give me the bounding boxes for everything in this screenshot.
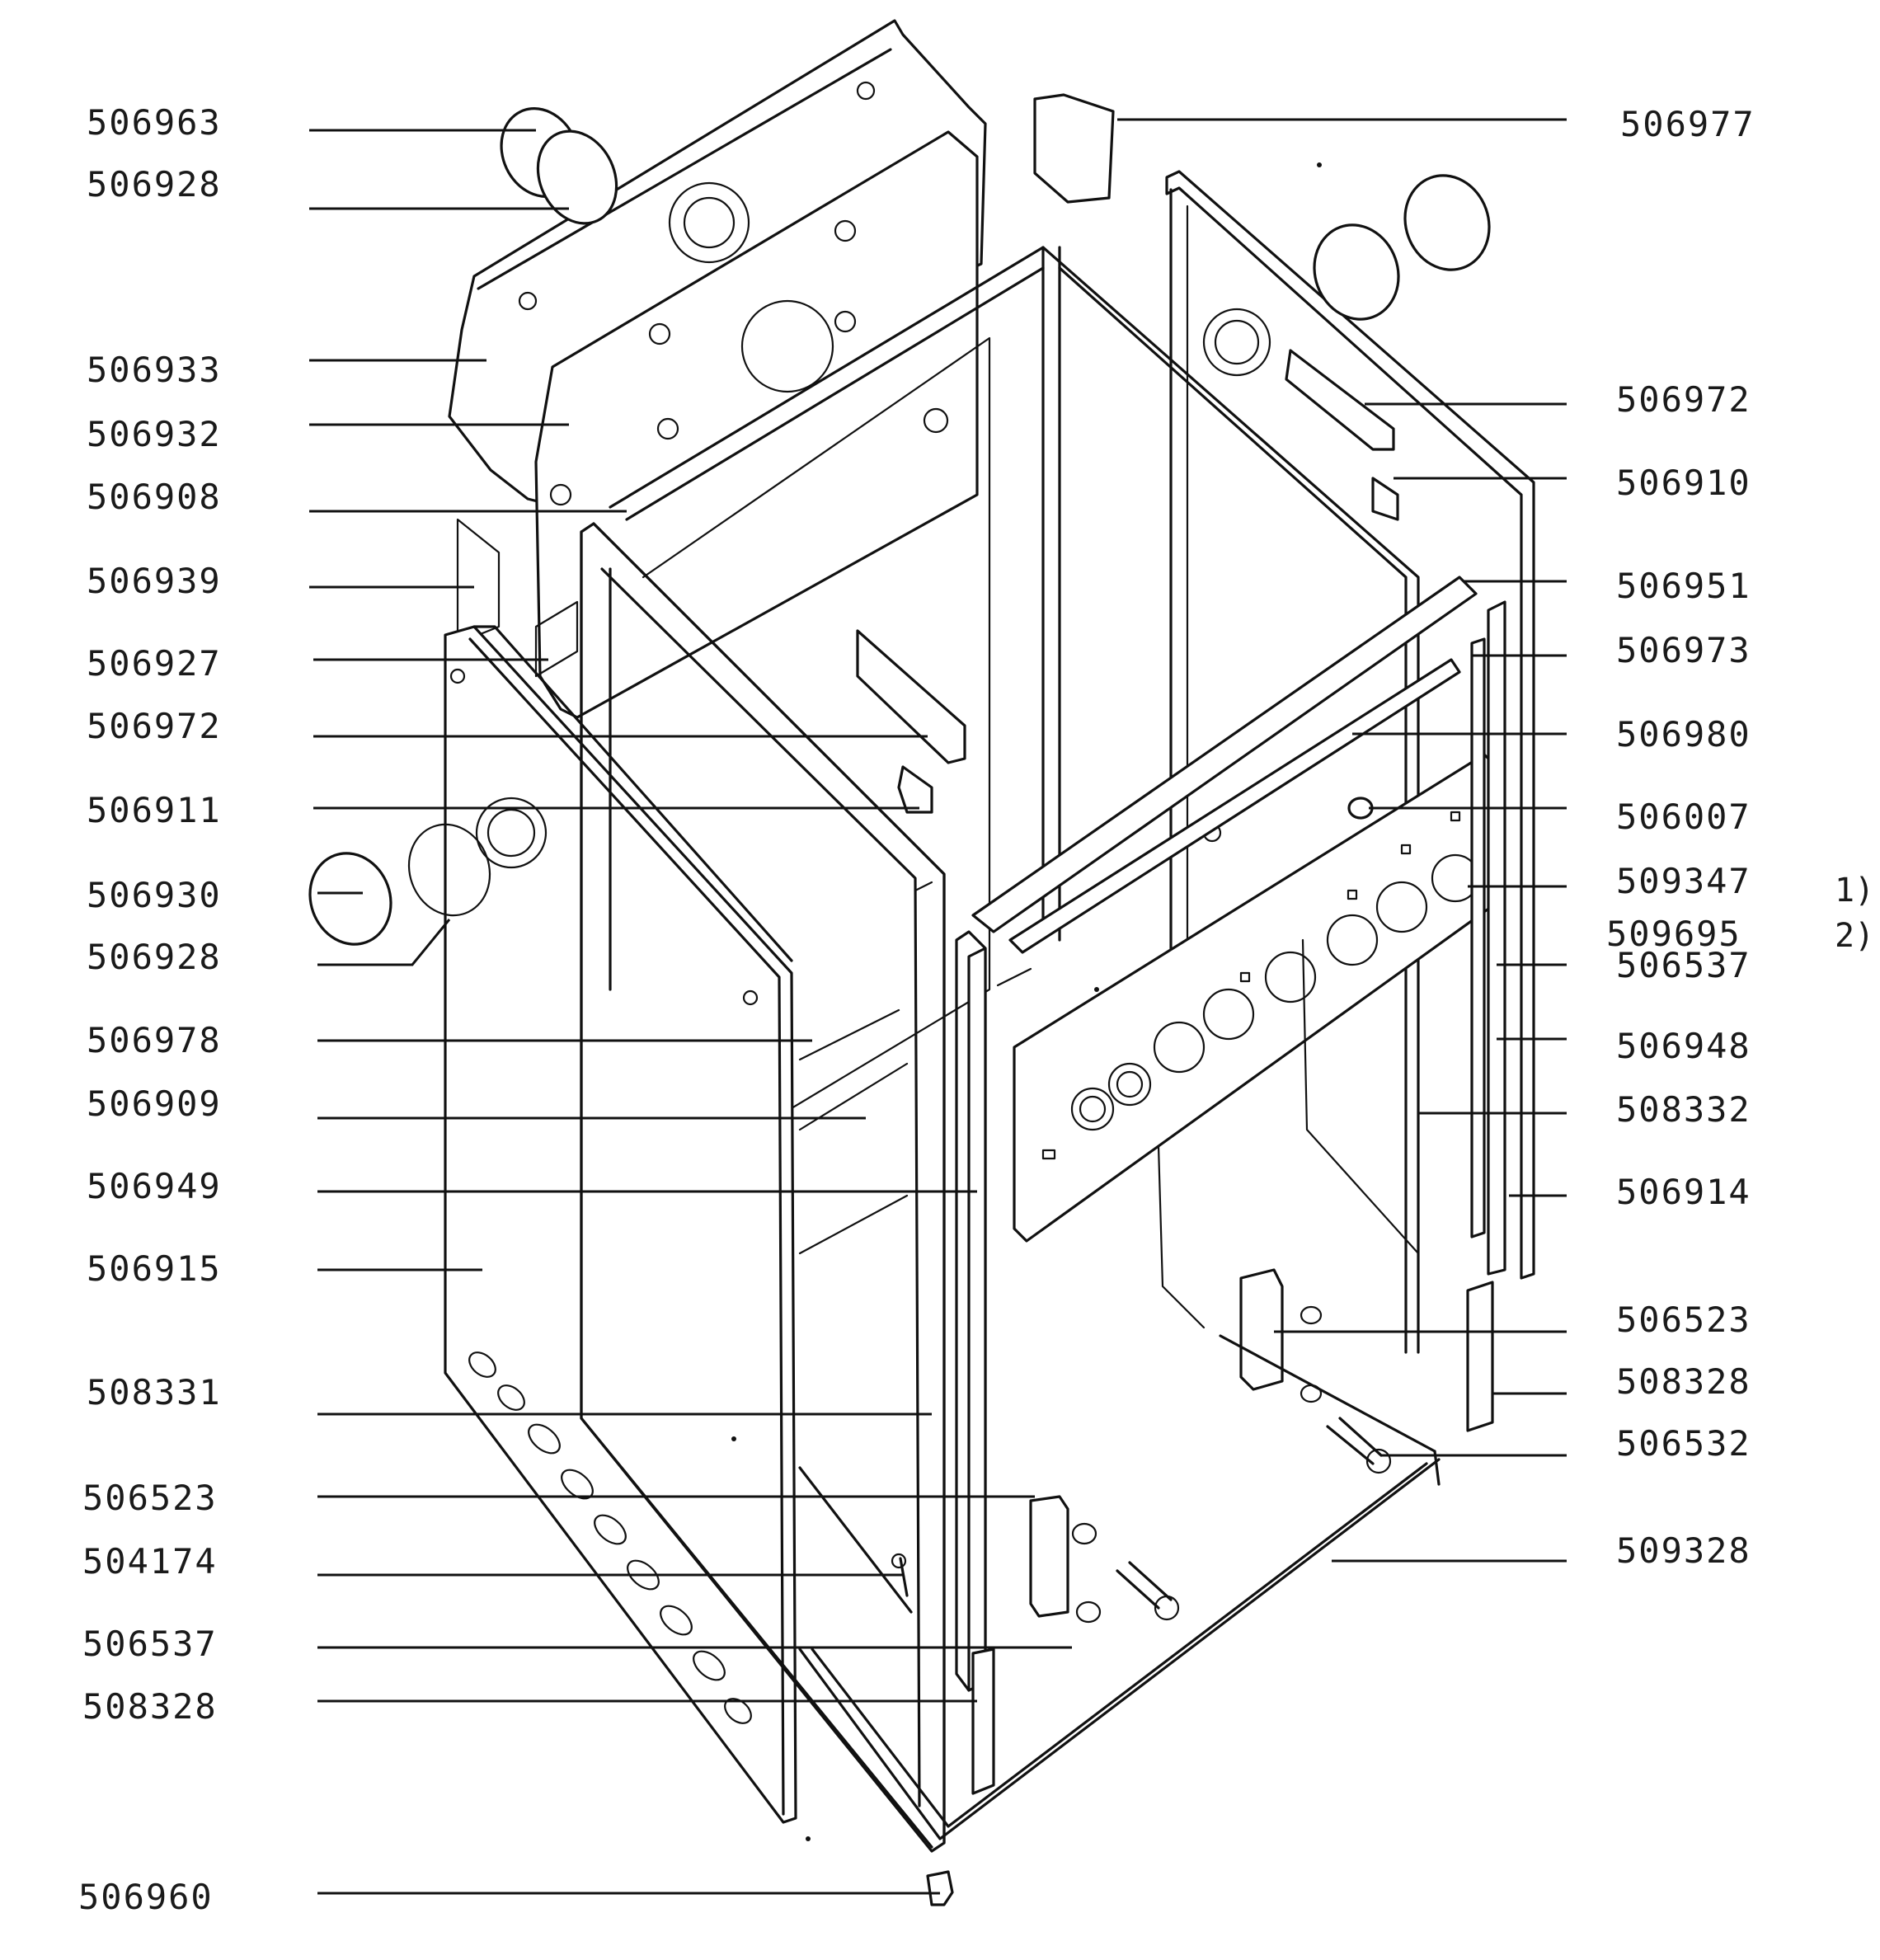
leader-lines-right: [1117, 118, 1567, 1563]
base-frame-509328: [798, 1334, 1441, 1840]
label-506523-right: 506523: [1616, 1300, 1751, 1340]
label-506972: 506972: [87, 706, 222, 746]
label-508328: 508328: [82, 1686, 218, 1727]
front-frame-508331: [580, 522, 987, 1853]
label-506973: 506973: [1616, 630, 1751, 670]
label-508331: 508331: [87, 1372, 222, 1412]
leader-lines-left: [309, 129, 1072, 1895]
label-506930: 506930: [87, 875, 222, 915]
label-506910: 506910: [1616, 463, 1751, 503]
label-506980: 506980: [1616, 714, 1751, 754]
label-508332: 508332: [1616, 1089, 1751, 1130]
label-506915: 506915: [87, 1248, 222, 1289]
label-509328: 509328: [1616, 1530, 1751, 1571]
latch-506523: [1029, 1268, 1284, 1618]
label-506960: 506960: [78, 1877, 214, 1917]
label-506007: 506007: [1616, 797, 1751, 837]
label-506977: 506977: [1620, 104, 1755, 144]
label-508328-right: 508328: [1616, 1361, 1751, 1402]
screw-506532: [1071, 1305, 1392, 1624]
label-509695: 509695: [1606, 914, 1741, 954]
label-506537-right: 506537: [1616, 945, 1751, 985]
label-506914: 506914: [1616, 1172, 1751, 1212]
strip-506948: [1470, 600, 1506, 1276]
label-509347: 509347: [1616, 861, 1751, 901]
label-506523: 506523: [82, 1478, 218, 1518]
foot-506960: [926, 1870, 954, 1906]
label-506537: 506537: [82, 1624, 218, 1664]
label-506933: 506933: [87, 350, 222, 390]
note-2: 2): [1835, 917, 1875, 955]
label-506939: 506939: [87, 561, 222, 601]
label-506949: 506949: [87, 1166, 222, 1206]
label-506948: 506948: [1616, 1026, 1751, 1066]
label-506928: 506928: [87, 164, 222, 204]
plate-508328: [971, 1281, 1494, 1795]
cover-cap-506930: [308, 823, 491, 946]
note-1: 1): [1835, 872, 1875, 909]
label-506928-lower: 506928: [87, 937, 222, 977]
right-side-panel: [1165, 170, 1535, 1280]
label-504174: 504174: [82, 1541, 218, 1582]
label-506951: 506951: [1616, 566, 1751, 606]
label-506532: 506532: [1616, 1423, 1751, 1464]
label-506911: 506911: [87, 790, 222, 830]
control-panel-509347: [1013, 753, 1498, 1243]
label-506963: 506963: [87, 102, 222, 143]
label-506932: 506932: [87, 414, 222, 454]
label-506972-right: 506972: [1616, 379, 1751, 420]
strip-506949: [967, 947, 987, 1692]
label-506927: 506927: [87, 643, 222, 684]
hinge-506911: [897, 477, 1399, 814]
label-506978: 506978: [87, 1020, 222, 1060]
bracket-506972: [856, 349, 1395, 764]
rear-inner-panel-506932: [534, 130, 979, 719]
rail-506951: [971, 576, 1478, 954]
screw-504174: [891, 1553, 909, 1597]
top-bracket-506977: [1033, 93, 1115, 204]
label-506909: 506909: [87, 1083, 222, 1124]
top-frame-506908: [609, 246, 1420, 1354]
label-506908: 506908: [87, 477, 222, 517]
left-side-panel-506915: [444, 625, 797, 1824]
